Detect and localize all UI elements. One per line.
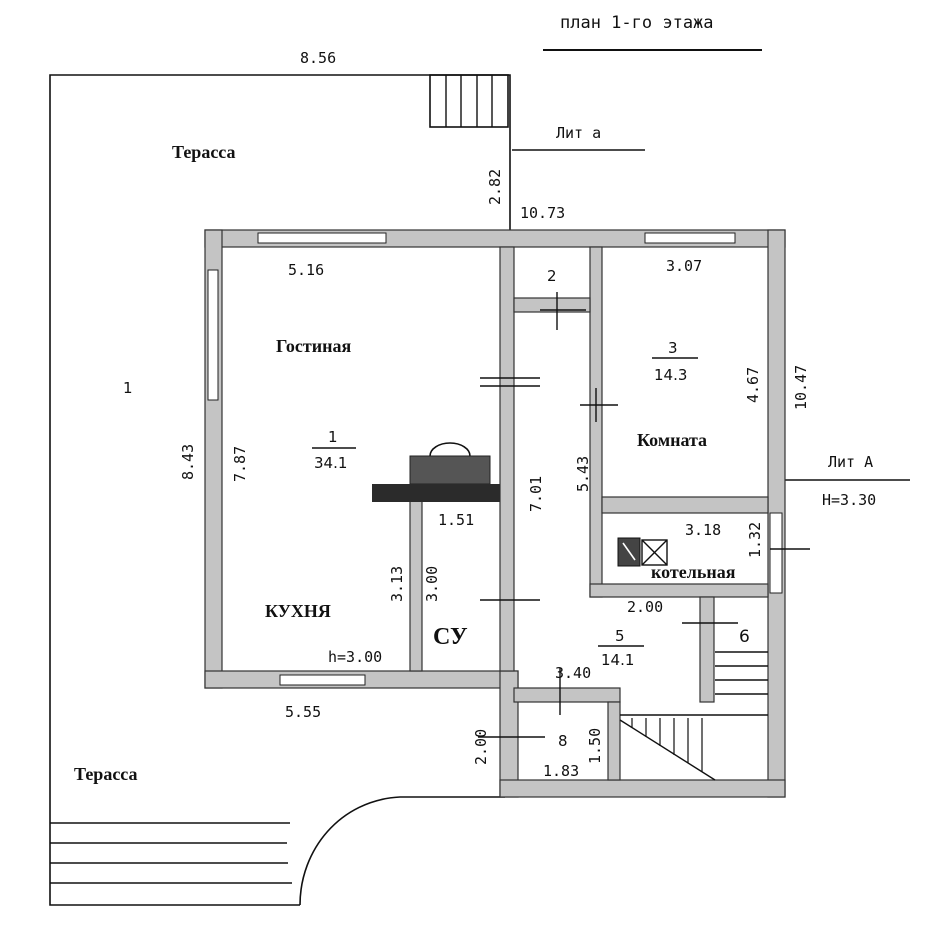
dim-hall-width: 3.40 [555, 664, 591, 682]
terrace-number: 1 [123, 379, 133, 397]
dim-r8-width: 1.83 [543, 762, 579, 780]
room3-number: 3 [668, 339, 678, 357]
height-main-label: H=3.30 [822, 491, 876, 509]
interior-staircase [619, 651, 768, 781]
room6-number: 6 [739, 627, 750, 647]
dim-corridor-length: 7.01 [527, 476, 545, 512]
dim-terrace-depth: 2.82 [486, 169, 504, 205]
plan-title: план 1-го этажа [560, 13, 714, 33]
terrace-stairs-bottom [50, 822, 292, 884]
room2-number: 2 [547, 267, 557, 285]
dim-su-height-a: 3.13 [388, 566, 406, 602]
room-living-number: 1 [328, 428, 338, 446]
room5-area: 14.1 [601, 651, 634, 669]
dim-living-width: 5.16 [288, 261, 324, 279]
room-su-name: СУ [433, 624, 468, 650]
dim-living-height: 7.87 [231, 446, 249, 482]
lit-a-small-label: Лит а [556, 124, 601, 142]
terrace-bottom-label: Терасса [74, 764, 138, 784]
room-living-name: Гостиная [276, 336, 351, 356]
fireplace [372, 442, 500, 502]
dim-corridor-side: 5.43 [574, 456, 592, 492]
room-boiler-name: котельная [651, 562, 736, 582]
dim-right-outer: 10.47 [792, 365, 810, 410]
door-marks [478, 292, 810, 738]
lit-a-big-label: Лит А [828, 453, 873, 471]
dim-r8-side-left: 2.00 [472, 729, 490, 765]
room-kitchen-name: КУХНЯ [265, 601, 331, 621]
boiler-symbol [617, 537, 668, 567]
windows [207, 232, 783, 686]
kitchen-height: h=3.00 [328, 648, 382, 666]
terrace-top-label: Терасса [172, 142, 236, 162]
dim-stair-width: 2.00 [627, 598, 663, 616]
dim-su-height-b: 3.00 [423, 566, 441, 602]
room3-area: 14.3 [654, 366, 687, 384]
dim-left-outer: 8.43 [179, 444, 197, 480]
room8-number: 8 [558, 732, 568, 750]
dim-kitchen-bottom: 5.55 [285, 703, 321, 721]
dim-boiler-width: 3.18 [685, 521, 721, 539]
dim-top-width: 8.56 [300, 49, 336, 67]
dim-room3-height: 4.67 [744, 367, 762, 403]
dim-r8-side-right: 1.50 [586, 728, 604, 764]
room-living-area: 34.1 [314, 454, 347, 472]
dim-room3-width: 3.07 [666, 257, 702, 275]
room5-number: 5 [615, 627, 625, 645]
room3-name: Комната [637, 430, 707, 450]
dim-su-width: 1.51 [438, 511, 474, 529]
dim-boiler-side: 1.32 [746, 522, 764, 558]
dim-house-width: 10.73 [520, 204, 565, 222]
terrace-stairs-top [429, 74, 509, 128]
